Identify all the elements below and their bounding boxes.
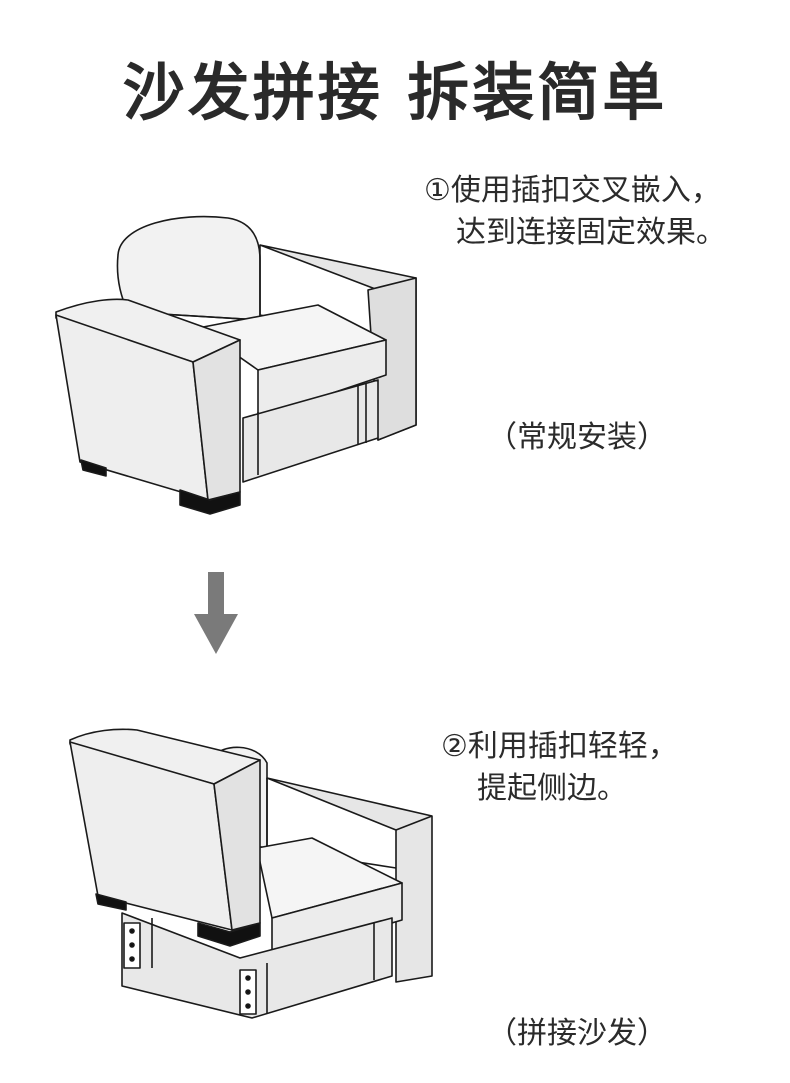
step1-instructions: ①使用插扣交叉嵌入， 达到连接固定效果。	[424, 170, 726, 254]
sofa-normal-install-illustration	[55, 215, 417, 515]
sofa-splicing-illustration	[69, 728, 433, 1019]
page-title: 沙发拼接 拆装简单	[122, 56, 668, 129]
step2-line2: 提起侧边。	[477, 771, 627, 806]
step2-instructions: ②利用插扣轻轻， 提起侧边。	[441, 726, 678, 810]
step1-caption: （常规安装）	[487, 420, 667, 455]
step1-line1: ①使用插扣交叉嵌入，	[424, 173, 721, 208]
step2-line1: ②利用插扣轻轻，	[441, 729, 678, 764]
step1-line2: 达到连接固定效果。	[456, 215, 726, 250]
step2-caption: （拼接沙发）	[487, 1016, 667, 1051]
arrow-down-icon	[194, 572, 238, 654]
